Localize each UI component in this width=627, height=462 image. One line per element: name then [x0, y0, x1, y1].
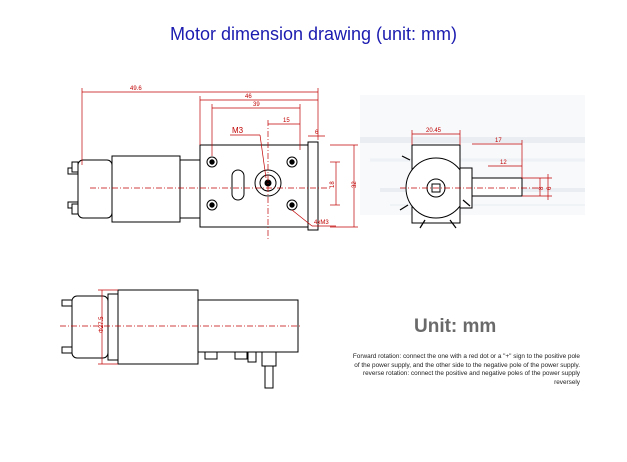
side-view-dimension-text: 20.45 17 12 8 6 — [426, 128, 553, 190]
wiring-note-line: of the power supply, and the other side … — [354, 361, 580, 369]
front-view — [67, 141, 319, 231]
dim-shaft-flat: 12 — [500, 160, 507, 166]
dim-shaft-diameter-1: 8 — [539, 186, 545, 190]
dim-gearbox-length: 46 — [245, 94, 252, 100]
label-screw-callout: 4xM3 — [314, 220, 329, 226]
bottom-view-dimension-lines — [60, 289, 300, 365]
dim-side-width: 20.45 — [426, 128, 442, 134]
unit-label: Unit: mm — [414, 316, 497, 337]
dim-shaft-length: 17 — [495, 138, 502, 144]
dim-output-offset: 15 — [283, 118, 290, 124]
label-screw-thread: M3 — [232, 126, 244, 135]
front-view-dimension-text: 49.6 46 39 15 6 18 32 M3 4xM3 — [130, 86, 358, 226]
dim-hole-spacing-long: 39 — [253, 102, 260, 108]
dim-motor-diameter: Φ27.5 — [99, 316, 105, 333]
drawing-title: Motor dimension drawing (unit: mm) — [169, 24, 458, 44]
background-texture — [360, 95, 585, 215]
wiring-note-line: reversely — [554, 378, 580, 386]
side-view-dimension-lines — [400, 130, 552, 200]
front-view-dimension-lines — [81, 88, 358, 240]
dim-gearbox-height: 32 — [352, 181, 358, 188]
dim-edge-offset: 6 — [315, 130, 319, 136]
wiring-note-line: Forward rotation: connect the one with a… — [352, 353, 580, 360]
dim-shaft-diameter-2: 6 — [547, 186, 553, 190]
bottom-view — [61, 289, 299, 389]
dim-overall-length: 49.6 — [130, 86, 142, 92]
dim-hole-spacing-short: 18 — [330, 181, 336, 188]
wiring-note: Forward rotation: connect the one with a… — [300, 353, 580, 387]
wiring-note-line: reverse rotation: connect the positive a… — [362, 370, 580, 378]
